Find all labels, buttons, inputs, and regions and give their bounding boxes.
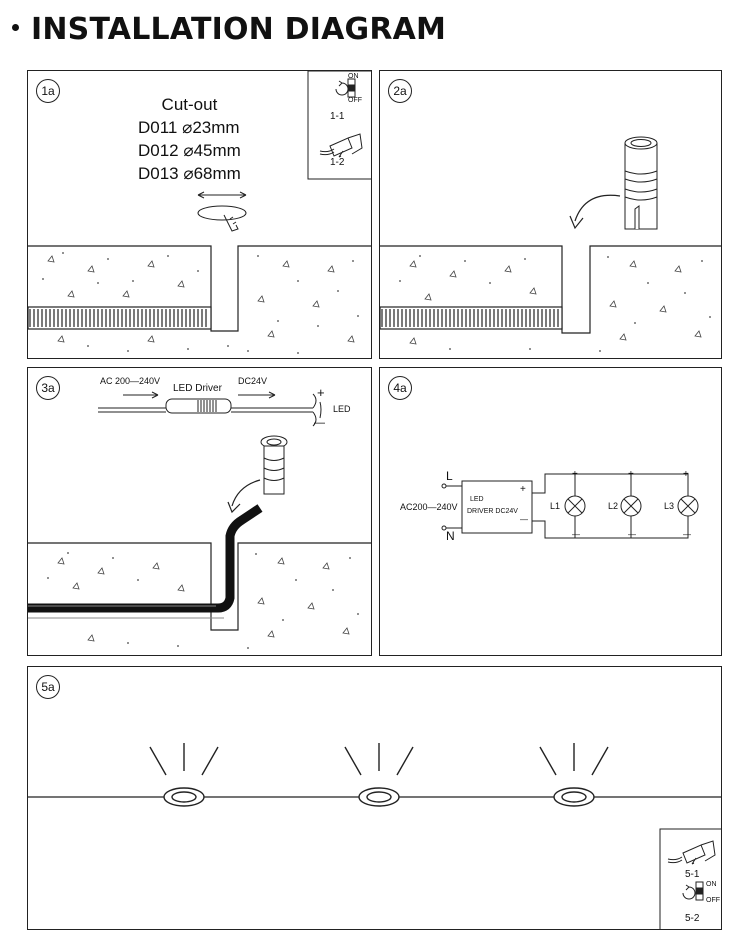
installed-light	[149, 743, 219, 807]
driver-label-line2: DRIVER DC24V	[467, 508, 518, 515]
cutout-row: D013 ⌀68mm	[138, 164, 241, 183]
step-badge: 2a	[388, 79, 412, 103]
power-switch-box	[659, 828, 721, 929]
step-label: 1-2	[330, 157, 345, 168]
minus-sign: —	[520, 515, 528, 524]
panel-2a: 2a	[379, 70, 722, 359]
panel-3a-illustration	[28, 391, 371, 649]
panel-4a-illustration	[441, 473, 699, 539]
light-fixture-drawing	[624, 136, 658, 230]
insert-arrow	[227, 479, 261, 514]
plus-sign: +	[520, 484, 526, 495]
cutout-row: D012 ⌀45mm	[138, 141, 241, 160]
output-voltage-label: DC24V	[238, 376, 268, 386]
lamp-label: L2	[608, 501, 619, 511]
input-voltage-label: AC 200—240V	[100, 376, 161, 386]
ground-dots	[42, 252, 359, 354]
wiring-schematic	[441, 473, 699, 539]
panel-5a: 5a 5-1 ON OFF 5-2	[27, 666, 722, 930]
lamp-label: L3	[664, 501, 675, 511]
power-switch-box	[307, 71, 371, 180]
bullet-icon	[12, 24, 19, 31]
panel-2a-illustration	[380, 136, 721, 352]
ground-dots	[399, 255, 711, 352]
step-label: 1-1	[330, 111, 345, 122]
insert-arrow	[569, 194, 621, 230]
step-badge: 4a	[388, 376, 412, 400]
ground-speckles	[47, 255, 355, 343]
cutout-heading: Cut-out	[161, 95, 218, 114]
plus-sign: +	[317, 385, 325, 400]
step-badge: 1a	[36, 79, 60, 103]
input-voltage-label: AC200—240V	[400, 502, 458, 512]
panel-1a-illustration	[28, 71, 371, 354]
step-label: 5-2	[685, 913, 700, 924]
step-badge: 5a	[36, 675, 60, 699]
minus-sign: —	[314, 417, 325, 429]
installed-light	[344, 743, 414, 807]
cutout-sizes: Cut-out D011 ⌀23mm D012 ⌀45mm D013 ⌀68mm	[138, 93, 241, 185]
wiring-drawing	[98, 391, 322, 427]
page-title-text: INSTALLATION DIAGRAM	[31, 12, 447, 47]
panel-1a: 1a Cut-out D011 ⌀23mm D012 ⌀45mm D013 ⌀6…	[27, 70, 372, 359]
neutral-label: N	[446, 529, 455, 543]
step-badge: 3a	[36, 376, 60, 400]
page-title: INSTALLATION DIAGRAM	[8, 12, 446, 47]
conduit-pipe	[28, 306, 212, 330]
minus-sign: —	[683, 530, 691, 539]
led-label: LED	[333, 404, 351, 414]
ground-speckles	[409, 260, 702, 345]
cutout-row: D011 ⌀23mm	[138, 118, 240, 137]
light-fixture-drawing	[260, 435, 288, 495]
switch-off-label: OFF	[348, 97, 362, 104]
switch-on-label: ON	[348, 73, 359, 80]
minus-sign: —	[572, 530, 580, 539]
ground-dots	[47, 552, 359, 649]
step-label: 5-1	[685, 869, 700, 880]
installed-light	[539, 743, 609, 807]
ground-surface	[380, 245, 721, 334]
ground-surface	[28, 245, 371, 332]
line-label: L	[446, 469, 453, 483]
switch-off-label: OFF	[706, 897, 720, 904]
panel-5a-illustration	[28, 743, 721, 929]
driver-label-line1: LED	[470, 496, 484, 503]
panel-4a: 4a L N AC200—240V LED DRIVER DC24V + — L…	[379, 367, 722, 656]
panel-3a: 3a AC 200—240V LED Driver DC24V + — LED	[27, 367, 372, 656]
plus-sign: +	[683, 469, 689, 480]
plus-sign: +	[572, 469, 578, 480]
plus-sign: +	[628, 469, 634, 480]
minus-sign: —	[628, 530, 636, 539]
ground-speckles	[57, 557, 350, 642]
hole-saw-drawing	[197, 191, 247, 232]
switch-on-label: ON	[706, 881, 717, 888]
lamp-label: L1	[550, 501, 561, 511]
conduit-pipe	[380, 306, 563, 330]
driver-label: LED Driver	[173, 383, 222, 394]
ground-and-pipe	[28, 504, 371, 631]
